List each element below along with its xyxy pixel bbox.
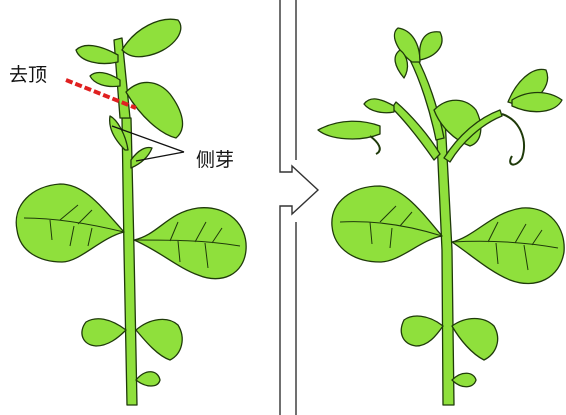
right-plant-leaf-lower-right	[452, 319, 498, 361]
left-plant-top-leaf-1	[76, 45, 118, 63]
left-plant	[16, 19, 246, 405]
right-plant	[318, 28, 564, 405]
left-plant-leaf-big-left	[16, 184, 124, 262]
right-plant-shoot-left-leaf-a	[364, 99, 394, 113]
right-plant-leaf-lower-left	[401, 316, 443, 346]
left-plant-top-leaf-2	[122, 19, 181, 57]
label-lateral-buds: 侧芽	[196, 145, 234, 172]
right-plant-top-leaf-2	[420, 32, 442, 60]
left-plant-leaf-big-right	[134, 208, 246, 279]
left-plant-top-leaf-3	[126, 82, 183, 138]
divider-arrow	[280, 0, 318, 415]
label-topping: 去顶	[9, 60, 47, 87]
right-plant-leaf-big-right	[452, 208, 564, 284]
left-plant-leaf-bottom	[136, 372, 160, 386]
right-plant-leaf-bottom	[452, 373, 476, 387]
left-plant-leaf-lower-left	[82, 319, 126, 346]
left-plant-top-leaf-4	[90, 73, 120, 87]
left-plant-bud-2	[131, 148, 152, 169]
left-plant-leaf-lower-right	[136, 319, 182, 360]
